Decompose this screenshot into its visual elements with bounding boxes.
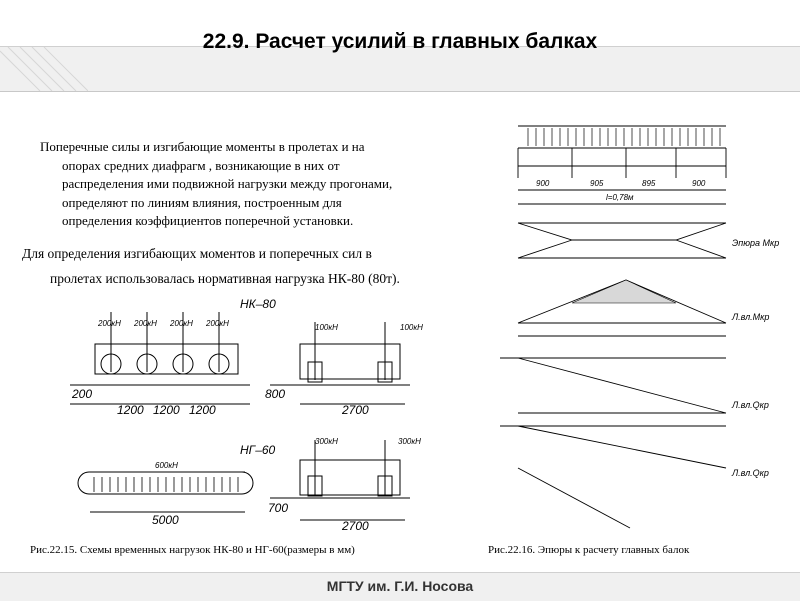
hatched-area bbox=[571, 279, 677, 304]
axle-load-label: 300кН bbox=[315, 437, 338, 446]
dimension-label: 800 bbox=[265, 387, 285, 401]
track-load-label: 600кН bbox=[155, 461, 178, 470]
paragraph1-line: определения коэффициентов поперечной уст… bbox=[62, 213, 354, 228]
paragraph-nk80-load: Для определения изгибающих моментов и по… bbox=[22, 241, 462, 291]
span-label: 900 bbox=[536, 179, 550, 188]
ng60-label: НГ–60 bbox=[240, 443, 276, 457]
diagram-label: Л.вл.Qкр bbox=[731, 400, 769, 410]
dimension-label: 700 bbox=[268, 501, 288, 515]
wheel-load-label: 200кН bbox=[133, 319, 157, 328]
decorative-stripes bbox=[0, 47, 88, 91]
caption-load-schemes: Рис.22.15. Схемы временных нагрузок НК-8… bbox=[30, 544, 355, 556]
diagram-label: Эпюра Мкр bbox=[732, 238, 779, 248]
wheel-load-label: 200кН bbox=[169, 319, 193, 328]
diagram-label: Л.вл.Мкр bbox=[731, 312, 769, 322]
dimension-label: 2700 bbox=[341, 403, 369, 417]
span-label: 900 bbox=[692, 179, 706, 188]
title-band bbox=[0, 46, 800, 92]
dimension-label: 1200 bbox=[117, 403, 144, 417]
influence-lines-figure: 900 905 895 900 l=0,78м Эпюра Мкр Л.вл.М… bbox=[500, 125, 779, 529]
paragraph1-line: определяют по линиям влияния, построенны… bbox=[62, 194, 342, 210]
paragraph1-line: распределения ими подвижной нагрузки меж… bbox=[62, 176, 393, 191]
caption-influence-lines: Рис.22.16. Эпюры к расчету главных балок bbox=[488, 544, 690, 556]
footer-bar bbox=[0, 572, 800, 601]
dimension-label: 1200 bbox=[189, 403, 216, 417]
wheel-load-label: 200кН bbox=[97, 319, 121, 328]
dimension-label: 2700 bbox=[341, 519, 369, 533]
load-schemes-figure: НК–80 НГ–60 200кН 200кН 200кН 200кН 100к… bbox=[70, 297, 423, 533]
paragraph-influence-lines: Поперечные силы и изгибающие моменты в п… bbox=[40, 138, 460, 231]
total-span-label: l=0,78м bbox=[606, 193, 634, 202]
dimension-label: 200 bbox=[71, 387, 92, 401]
axle-load-label: 300кН bbox=[398, 437, 421, 446]
paragraph1-line: опорах средних диафрагм , возникающие в … bbox=[62, 157, 340, 173]
footer-text: МГТУ им. Г.И. Носова bbox=[326, 578, 474, 594]
dimension-label: 1200 bbox=[153, 403, 180, 417]
paragraph2-line: Для определения изгибающих моментов и по… bbox=[22, 246, 372, 261]
diagram-label: Л.вл.Qкр bbox=[731, 468, 769, 478]
paragraph1-line: Поперечные силы и изгибающие моменты в п… bbox=[40, 139, 365, 154]
axle-load-label: 100кН bbox=[400, 323, 423, 332]
dimension-label: 5000 bbox=[152, 513, 179, 527]
paragraph2-line: пролетах использовалась нормативная нагр… bbox=[50, 271, 400, 286]
span-label: 895 bbox=[642, 179, 656, 188]
nk80-label: НК–80 bbox=[240, 297, 276, 311]
slide-title: 22.9. Расчет усилий в главных балках bbox=[202, 30, 598, 53]
axle-load-label: 100кН bbox=[315, 323, 338, 332]
span-label: 905 bbox=[590, 179, 604, 188]
wheel-load-label: 200кН bbox=[205, 319, 229, 328]
